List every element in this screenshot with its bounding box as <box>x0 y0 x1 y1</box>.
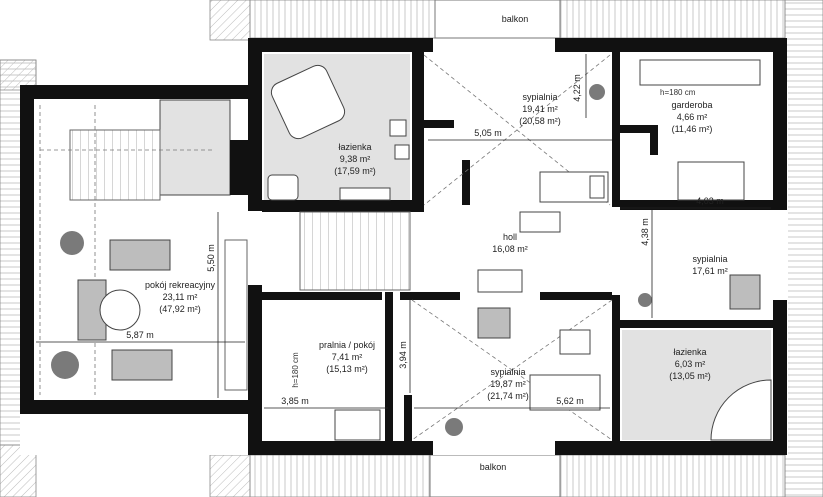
bath-bottom-name: łazienka <box>673 347 706 357</box>
outer-walls <box>20 38 787 455</box>
dim-562: 5,62 m <box>556 396 584 406</box>
wardrobe-height: h=180 cm <box>660 88 696 97</box>
bed-right-area: 17,61 m² <box>692 266 728 276</box>
balcony-bottom: balkon <box>429 454 561 497</box>
shower <box>159 99 231 196</box>
bath-bottom-area: 6,03 m² <box>675 359 706 369</box>
interior-walls <box>248 52 773 455</box>
bath-bottom-area-total: (13,05 m²) <box>669 371 711 381</box>
plants <box>51 84 652 436</box>
bed-top-name: sypialnia <box>522 92 557 102</box>
balcony-top: balkon <box>434 0 561 39</box>
balcony-top-label: balkon <box>502 14 529 24</box>
dim-394: 3,94 m <box>398 341 408 369</box>
dimension-lines <box>36 54 771 409</box>
bed-top-area-total: (20,58 m²) <box>519 116 561 126</box>
recreation-area-total: (47,92 m²) <box>159 304 201 314</box>
dim-403: 4,03 m <box>696 196 724 206</box>
wardrobe-area-total: (11,46 m²) <box>672 124 713 134</box>
hall-area: 16,08 m² <box>492 244 528 254</box>
furniture <box>77 59 772 441</box>
recreation-area: 23,11 m² <box>163 292 198 302</box>
wardrobe-area: 4,66 m² <box>677 112 708 122</box>
dim-422: 4,22 m <box>572 74 582 102</box>
bath-top-name: łazienka <box>338 142 371 152</box>
dimension-labels: 5,87 m 5,50 m 5,05 m 4,22 m 4,03 m 4,38 … <box>126 74 724 406</box>
bed-bottom-area: 19,87 m² <box>490 379 526 389</box>
hall-name: holl <box>503 232 517 242</box>
dim-385: 3,85 m <box>281 396 309 406</box>
bath-top-area-total: (17,59 m²) <box>334 166 376 176</box>
dim-550: 5,50 m <box>206 244 216 272</box>
wardrobe-name: garderoba <box>671 100 712 110</box>
room-labels: pokój rekreacyjny 23,11 m² (47,92 m²) ła… <box>145 92 728 401</box>
dim-438: 4,38 m <box>640 218 650 246</box>
bed-top-area: 19,41 m² <box>522 104 558 114</box>
laundry-area-total: (15,13 m²) <box>326 364 368 374</box>
laundry-name: pralnia / pokój <box>319 340 375 350</box>
laundry-area: 7,41 m² <box>332 352 363 362</box>
bed-right-name: sypialnia <box>692 254 727 264</box>
balcony-bottom-label: balkon <box>480 462 507 472</box>
bed-bottom-name: sypialnia <box>490 367 525 377</box>
bed-bottom-area-total: (21,74 m²) <box>487 391 529 401</box>
recreation-name: pokój rekreacyjny <box>145 280 216 290</box>
dim-505: 5,05 m <box>474 128 502 138</box>
staircase <box>69 129 411 391</box>
dim-587: 5,87 m <box>126 330 154 340</box>
bath-top-area: 9,38 m² <box>340 154 371 164</box>
laundry-height: h=180 cm <box>291 352 300 388</box>
